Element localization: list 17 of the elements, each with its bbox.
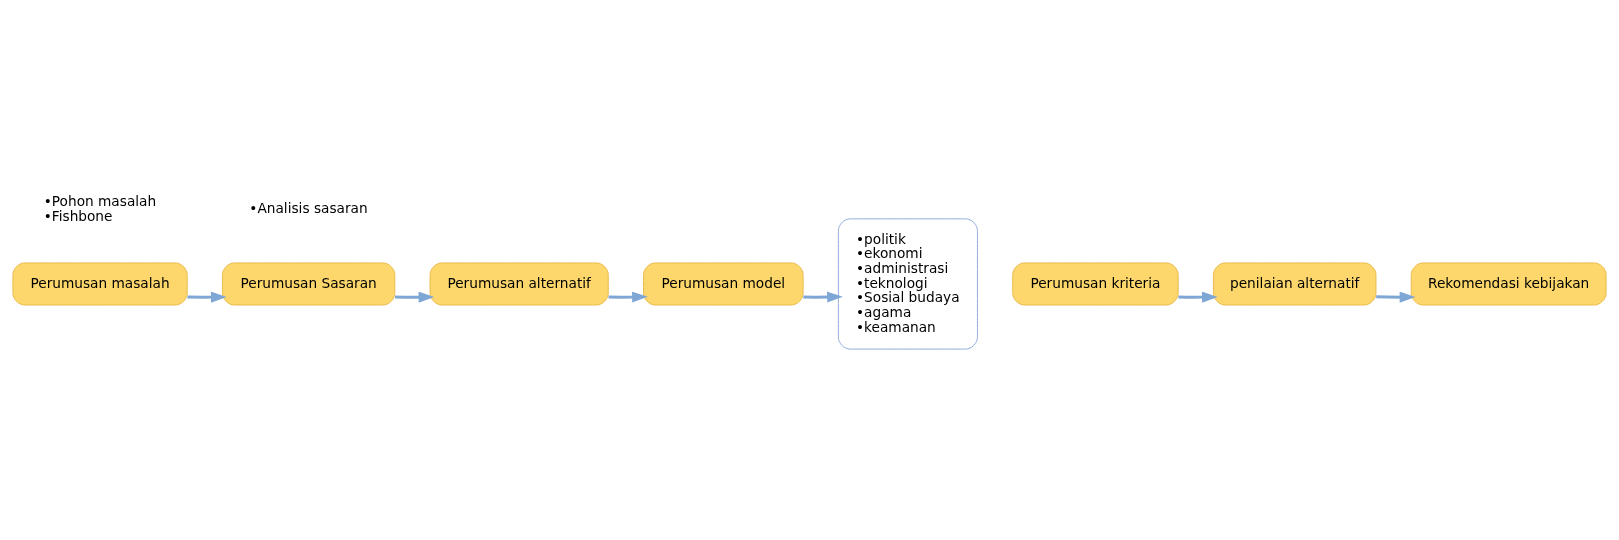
node-box: Perumusan model xyxy=(643,261,804,305)
node-box: Perumusan kriteria xyxy=(1012,261,1179,305)
node-box: Perumusan Sasaran xyxy=(221,261,396,305)
arrow xyxy=(1178,291,1218,303)
node-box: Perumusan masalah xyxy=(12,261,188,305)
arrow xyxy=(187,291,227,303)
node-label: •Analisis sasaran xyxy=(249,199,368,216)
arrow xyxy=(1376,291,1416,303)
node-label: •Pohon masalah xyxy=(43,192,157,209)
node-box: penilaian alternatif xyxy=(1212,261,1377,305)
node-box: Rekomendasi kebijakan xyxy=(1410,261,1607,305)
arrow xyxy=(803,291,843,303)
node-box: •politik •ekonomi •administrasi •teknologi •Sosial budaya •agama •keamanan xyxy=(837,217,978,350)
arrow xyxy=(608,291,648,303)
node-label: •Fishbone xyxy=(43,207,113,224)
arrow xyxy=(395,291,435,303)
node-box: Perumusan alternatif xyxy=(429,261,609,305)
